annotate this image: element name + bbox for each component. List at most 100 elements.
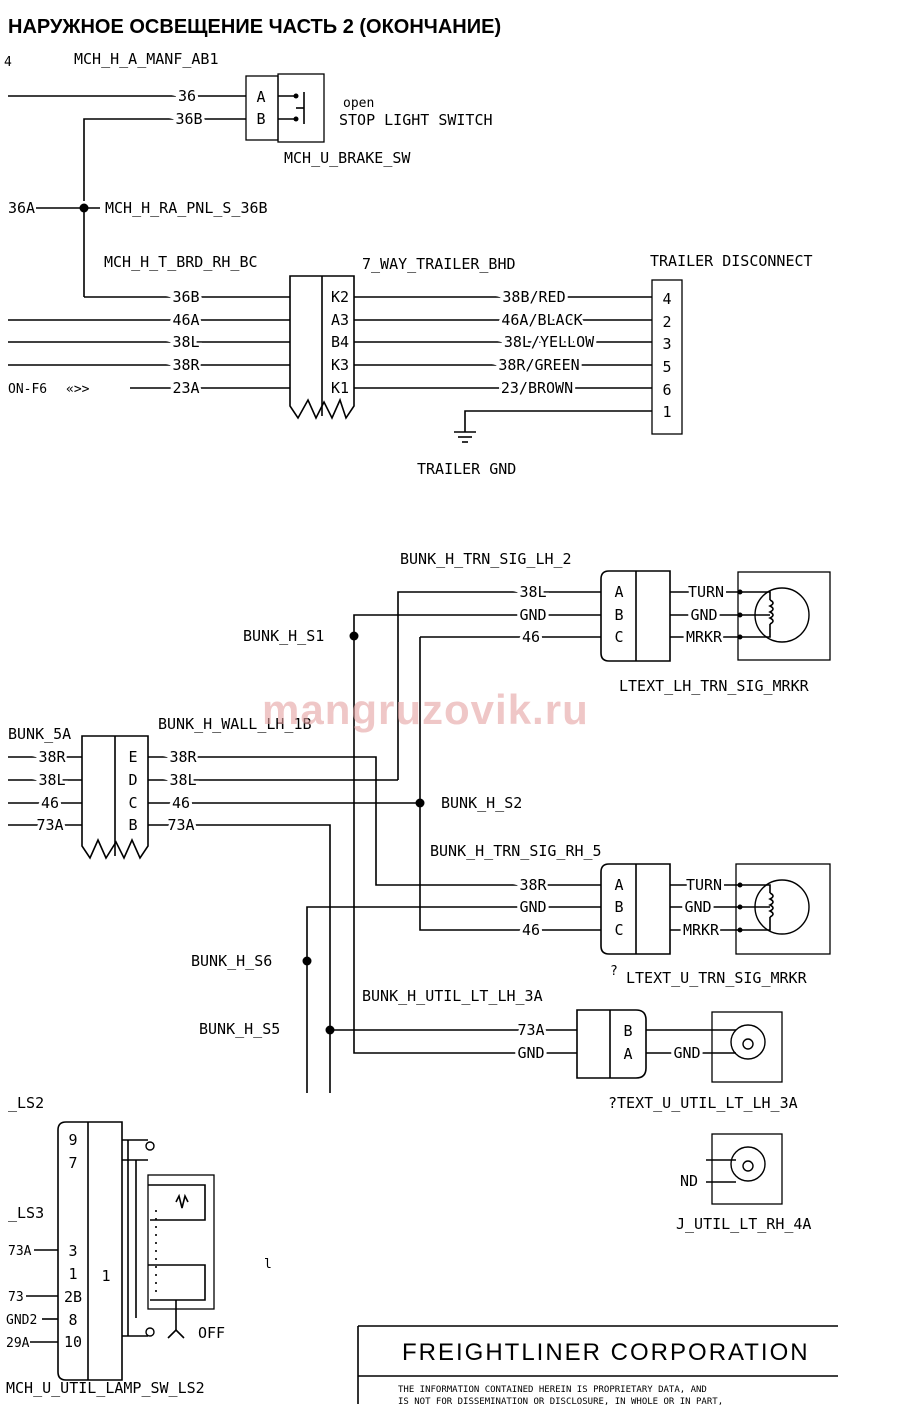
- wire-36A-label: 36A: [8, 199, 35, 217]
- splice-s1-label: BUNK_H_S1: [243, 627, 324, 645]
- svg-text:1: 1: [68, 1265, 77, 1283]
- svg-text:73: 73: [8, 1290, 24, 1305]
- svg-text:46A: 46A: [172, 311, 199, 329]
- svg-text:36B: 36B: [172, 288, 199, 306]
- page-title: НАРУЖНОЕ ОСВЕЩЕНИЕ ЧАСТЬ 2 (ОКОНЧАНИЕ): [8, 16, 502, 38]
- splice-s1-dot: [349, 631, 359, 641]
- rh-turn-connector: [600, 863, 671, 955]
- lh-lamp-label: LTEXT_LH_TRN_SIG_MRKR: [619, 677, 810, 695]
- svg-text:38L/YELLOW: 38L/YELLOW: [504, 333, 595, 351]
- svg-text:MRKR: MRKR: [683, 921, 720, 939]
- svg-text:3: 3: [68, 1242, 77, 1260]
- lh-turn-harness-label: BUNK_H_TRN_SIG_LH_2: [400, 550, 572, 568]
- svg-text:E: E: [128, 748, 137, 766]
- svg-text:A3: A3: [331, 311, 349, 329]
- svg-text:46: 46: [41, 794, 59, 812]
- bunk-left-label: BUNK_5A: [8, 725, 71, 743]
- util-switch-label: MCH_U_UTIL_LAMP_SW_LS2: [6, 1379, 205, 1397]
- svg-text:TURN: TURN: [688, 583, 724, 601]
- svg-text:46: 46: [172, 794, 190, 812]
- svg-text:38L: 38L: [169, 771, 196, 789]
- svg-text:38L: 38L: [38, 771, 65, 789]
- svg-text:_LS2: _LS2: [8, 1094, 44, 1112]
- svg-text:46A/BLACK: 46A/BLACK: [501, 311, 582, 329]
- lh-turn-signal-section: BUNK_H_TRN_SIG_LH_2 38L GND 46 A B C TUR…: [243, 550, 831, 925]
- util-switch-connector: [57, 1121, 123, 1381]
- splice-36b-label: MCH_H_RA_PNL_S_36B: [105, 199, 268, 217]
- svg-text:_LS3: _LS3: [8, 1204, 44, 1222]
- wire-36B-label: 36B: [175, 110, 202, 128]
- trailer-ground-wire: [464, 410, 652, 432]
- svg-text:6: 6: [662, 381, 671, 399]
- brake-switch-harness-label: MCH_H_A_MANF_AB1: [74, 50, 219, 68]
- util-lamp-icon: [730, 1024, 766, 1060]
- svg-text:GND: GND: [673, 1044, 700, 1062]
- company-name: FREIGHTLINER CORPORATION: [402, 1339, 810, 1366]
- notice-line-1: THE INFORMATION CONTAINED HEREIN IS PROP…: [398, 1385, 707, 1395]
- brake-switch-body: [277, 73, 325, 143]
- utility-light-section: BUNK_H_UTIL_LT_LH_3A BUNK_H_S5 73A GND B…: [199, 780, 811, 1233]
- svg-text:38R: 38R: [38, 748, 66, 766]
- splice-s2-label: BUNK_H_S2: [441, 794, 522, 812]
- title-block: FREIGHTLINER CORPORATION THE INFORMATION…: [357, 1325, 838, 1407]
- svg-text:C: C: [614, 921, 623, 939]
- svg-text:GND: GND: [690, 606, 717, 624]
- wall-connector-section: BUNK_5A BUNK_H_WALL_LH_1B 38R 38L 46 73A…: [8, 715, 601, 1093]
- stop-light-switch-label: STOP LIGHT SWITCH: [339, 111, 493, 129]
- svg-text:A: A: [614, 583, 623, 601]
- svg-text:GND2: GND2: [6, 1313, 37, 1328]
- trailer-disconnect-label: TRAILER DISCONNECT: [650, 252, 813, 270]
- svg-text:8: 8: [68, 1311, 77, 1329]
- svg-text:B: B: [614, 606, 623, 624]
- svg-text:GND: GND: [519, 898, 546, 916]
- rh-turn-signal-section: BUNK_H_TRN_SIG_RH_5 38R GND 46 A B C TUR…: [191, 842, 831, 1093]
- splice-s6-dot: [302, 956, 312, 966]
- svg-text:38R: 38R: [169, 748, 197, 766]
- svg-text:29A: 29A: [6, 1336, 30, 1351]
- svg-text:TURN: TURN: [686, 876, 722, 894]
- svg-text:MRKR: MRKR: [686, 628, 723, 646]
- notice-line-2: IS NOT FOR DISSEMINATION OR DISCLOSURE, …: [398, 1397, 723, 1407]
- splice-s5-dot: [325, 1025, 335, 1035]
- brake-switch-section: MCH_H_A_MANF_AB1 36 36B A B open STOP LI…: [8, 50, 493, 217]
- svg-text:73A: 73A: [36, 816, 63, 834]
- splice-s5-label: BUNK_H_S5: [199, 1020, 280, 1038]
- svg-text:C: C: [614, 628, 623, 646]
- trailer-disconnect-connector: [651, 279, 683, 435]
- svg-text:73A: 73A: [167, 816, 194, 834]
- util-rh-lamp-label: J_UTIL_LT_RH_4A: [676, 1215, 811, 1233]
- util-lamp-label: ?TEXT_U_UTIL_LT_LH_3A: [608, 1094, 798, 1112]
- util-rh-lamp-body: [711, 1133, 783, 1205]
- wire-36B: [83, 118, 246, 201]
- svg-text:ND: ND: [680, 1172, 698, 1190]
- trailer-harness-label: MCH_H_T_BRD_RH_BC: [104, 253, 258, 271]
- svg-text:K3: K3: [331, 356, 349, 374]
- svg-text:?: ?: [610, 964, 618, 979]
- svg-text:2B: 2B: [64, 1288, 82, 1306]
- wall-connector: [81, 735, 149, 860]
- svg-text:D: D: [128, 771, 137, 789]
- brake-switch-connector-label: MCH_U_BRAKE_SW: [284, 149, 411, 167]
- rh-lamp-label: LTEXT_U_TRN_SIG_MRKR: [626, 969, 808, 987]
- switch-state-open: open: [343, 96, 374, 111]
- svg-text:B: B: [623, 1022, 632, 1040]
- util-harness-label: BUNK_H_UTIL_LT_LH_3A: [362, 987, 543, 1005]
- trailer-bhd-label: 7_WAY_TRAILER_BHD: [362, 255, 516, 273]
- svg-text:38L: 38L: [172, 333, 199, 351]
- svg-text:A: A: [623, 1045, 632, 1063]
- util-lamp-body: [711, 1011, 783, 1083]
- brake-pin-a: A: [256, 88, 265, 106]
- wall-harness-label: BUNK_H_WALL_LH_1B: [158, 715, 312, 733]
- svg-text:9: 9: [68, 1131, 77, 1149]
- svg-text:38R: 38R: [172, 356, 200, 374]
- svg-text:73A: 73A: [517, 1021, 544, 1039]
- svg-text:K2: K2: [331, 288, 349, 306]
- svg-text:38R/GREEN: 38R/GREEN: [498, 356, 579, 374]
- svg-text:2: 2: [662, 313, 671, 331]
- svg-text:46: 46: [522, 628, 540, 646]
- svg-text:23A: 23A: [172, 379, 199, 397]
- svg-text:38B/RED: 38B/RED: [502, 288, 565, 306]
- svg-text:A: A: [614, 876, 623, 894]
- trailer-ground-label: TRAILER GND: [417, 460, 516, 478]
